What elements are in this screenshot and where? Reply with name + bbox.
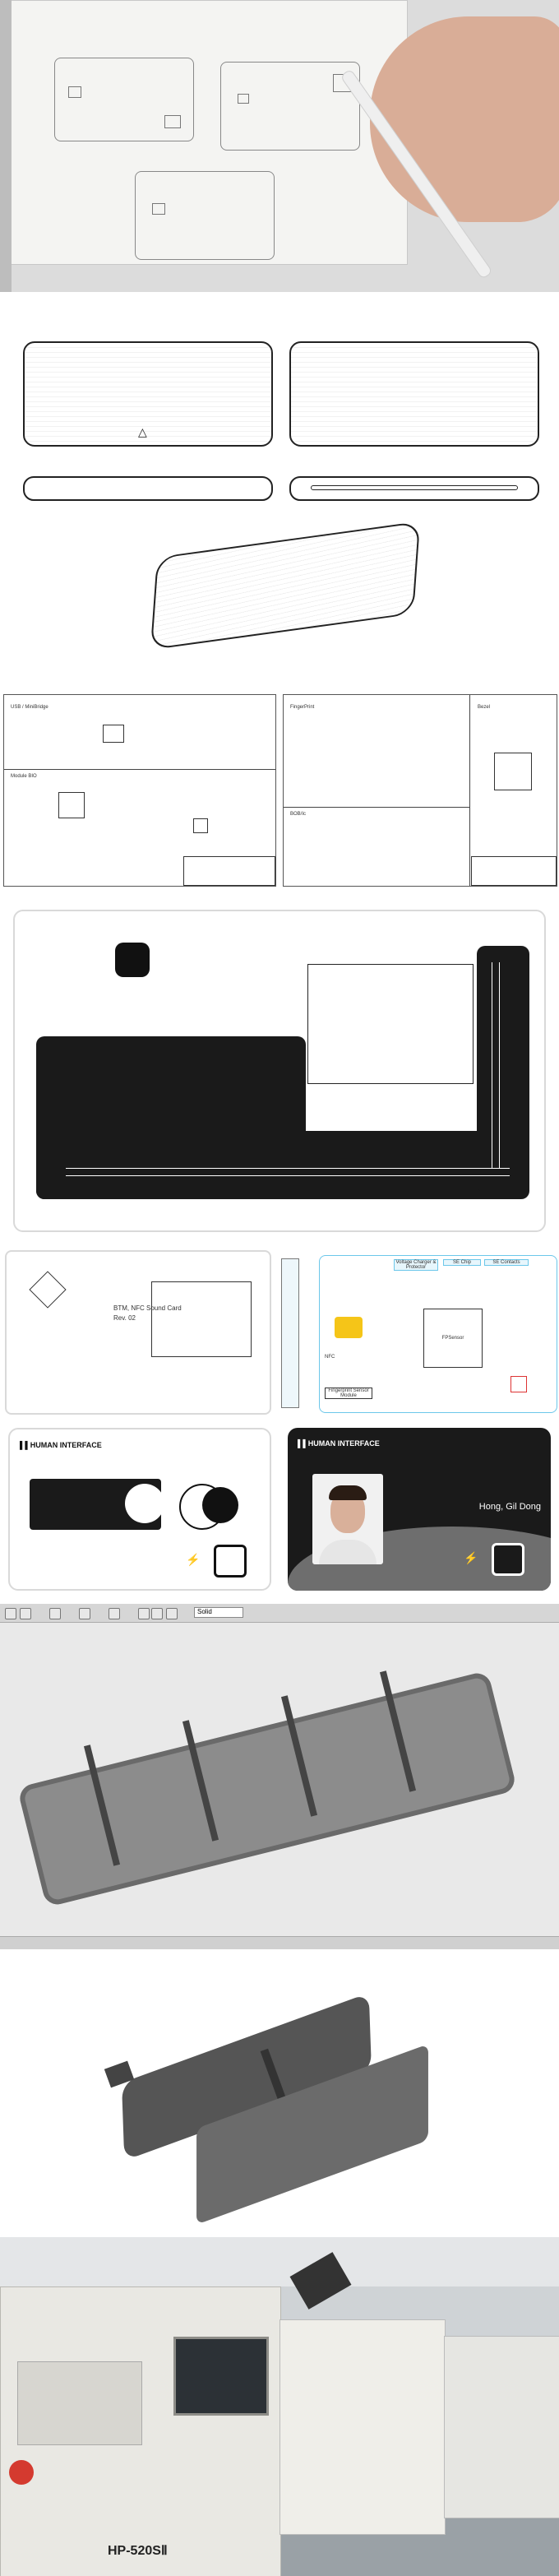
box-fp-module: Fingerprint Sensor Module [325, 1388, 372, 1399]
layout-sheet: BTM, NFC Sound Card Rev. 02 [5, 1250, 271, 1415]
pcb-board-right-arm [477, 946, 529, 1193]
machine-panel [17, 2361, 142, 2445]
box-voltage: Voltage Charger & Protector [394, 1259, 438, 1271]
schematic-block2-label: Module BIO [11, 774, 37, 779]
toolbar-icon[interactable] [166, 1608, 178, 1619]
block-diagram: Voltage Charger & Protector SE Chip SE C… [319, 1255, 557, 1413]
toolbar-icon[interactable] [5, 1608, 16, 1619]
cad-menu-select[interactable]: Solid [194, 1607, 243, 1618]
device-front-left [23, 341, 273, 447]
small-box-right [510, 1376, 527, 1392]
toolbar-icon[interactable] [151, 1608, 163, 1619]
ic-3 [193, 818, 208, 833]
cad-screenshot: Solid [0, 1604, 559, 1949]
card-white: ▌▌HUMAN INTERFACE ⚡ [8, 1428, 271, 1591]
pcb-board-bottom [36, 1131, 529, 1199]
slot-line [311, 485, 518, 490]
pcb-section [0, 897, 559, 1242]
emergency-button [9, 2460, 34, 2485]
toolbar-icon[interactable] [109, 1608, 120, 1619]
avatar [312, 1474, 383, 1564]
sketch-chip-1 [68, 86, 81, 98]
ring-black [202, 1487, 238, 1523]
brand-logo-black: ▌▌HUMAN INTERFACE [298, 1439, 380, 1448]
schematic-block1-label: USB / MiniBridge [11, 705, 49, 710]
schematic-sheets: USB / MiniBridge Module BIO FingerPrint … [0, 683, 559, 897]
holder-name: Hong, Gil Dong [478, 1502, 541, 1512]
sketch-card-2 [220, 62, 360, 151]
schematic-sheet-right: FingerPrint Bezel BOB/Ic [283, 694, 557, 887]
pcb-trace-band [66, 1168, 510, 1176]
render-3d [0, 1949, 559, 2237]
machine-second [280, 2319, 446, 2535]
machine-label: HP-520SⅡ [108, 2544, 168, 2558]
ceiling [0, 2237, 559, 2286]
box-se-chip: SE Chip [443, 1259, 481, 1266]
sensor-box [494, 753, 532, 790]
ring-white [125, 1484, 164, 1523]
toolbar-icon[interactable] [49, 1608, 61, 1619]
divider [4, 769, 275, 770]
cad-part [16, 1670, 518, 1908]
side-profile-right [289, 476, 539, 501]
machine-main: HP-520SⅡ [0, 2286, 281, 2576]
sim-chip-icon [335, 1317, 363, 1338]
toolbar-icon[interactable] [20, 1608, 31, 1619]
device-front-right [289, 341, 539, 447]
shoulders [319, 1540, 377, 1564]
title-block-right [471, 856, 557, 886]
card-designs: ▌▌HUMAN INTERFACE ⚡ ▌▌HUMAN INTERFACE Ho… [0, 1423, 559, 1596]
card-black: ▌▌HUMAN INTERFACE Hong, Gil Dong ⚡ [288, 1428, 551, 1591]
schematic-r-block3-label: BOB/Ic [290, 812, 307, 817]
arrow-icon [281, 1258, 299, 1408]
device-drawings: △ [0, 292, 559, 683]
sketch-small-box [164, 115, 181, 128]
layout-and-diagram: BTM, NFC Sound Card Rev. 02 Voltage Char… [0, 1242, 559, 1423]
brand-white: HUMAN INTERFACE [30, 1441, 102, 1449]
divider [284, 807, 469, 808]
brand-logo-white: ▌▌HUMAN INTERFACE [20, 1441, 102, 1449]
sketch-card-1 [54, 58, 194, 141]
paper-sheet [3, 0, 408, 265]
sketch-chip-2 [238, 94, 249, 104]
toolbar-icon[interactable] [79, 1608, 90, 1619]
layout-sheet-rev: Rev. 02 [113, 1314, 136, 1322]
title-block [183, 856, 275, 886]
triangle-mark-left: △ [138, 425, 147, 438]
ruler-strip [0, 0, 12, 292]
pcb-window [307, 964, 474, 1084]
flash-icon: ⚡ [464, 1551, 478, 1564]
schematic-r-block1-label: FingerPrint [290, 705, 315, 710]
side-profile-left [23, 476, 273, 501]
schematic-r-block2-label: Bezel [478, 705, 491, 710]
ic-2 [103, 725, 124, 743]
layout-sheet-label: BTM, NFC Sound Card [113, 1304, 182, 1312]
schematic-sheet-left: USB / MiniBridge Module BIO [3, 694, 276, 887]
factory-photo: HP-520SⅡ [0, 2237, 559, 2576]
sketch-card-3 [135, 171, 275, 260]
layout-window [151, 1281, 252, 1357]
brand-black: HUMAN INTERFACE [307, 1439, 380, 1448]
box-mcu: FPSensor [423, 1309, 483, 1368]
fingerprint-sensor-icon [214, 1545, 247, 1578]
hand-icon [370, 16, 559, 222]
machine-third [444, 2336, 559, 2518]
ic-1 [58, 792, 85, 818]
flash-icon: ⚡ [186, 1553, 201, 1566]
hair [329, 1485, 367, 1500]
pcb-chip-top [115, 943, 150, 977]
chip-outline [29, 1271, 67, 1309]
device-iso [150, 521, 421, 651]
cad-toolbar[interactable]: Solid [0, 1604, 559, 1623]
sketch-chip-3 [152, 203, 165, 215]
fingerprint-sensor-icon [492, 1543, 524, 1576]
toolbar-icon[interactable] [138, 1608, 150, 1619]
sketch-photo [0, 0, 559, 292]
cad-status-bar [0, 1936, 559, 1949]
left-tag: NFC [325, 1355, 335, 1360]
vertical-divider [469, 695, 470, 886]
machine-window [173, 2337, 269, 2416]
box-se-contacts: SE Contacts [484, 1259, 529, 1266]
pcb-trace-vertical [492, 962, 500, 1168]
